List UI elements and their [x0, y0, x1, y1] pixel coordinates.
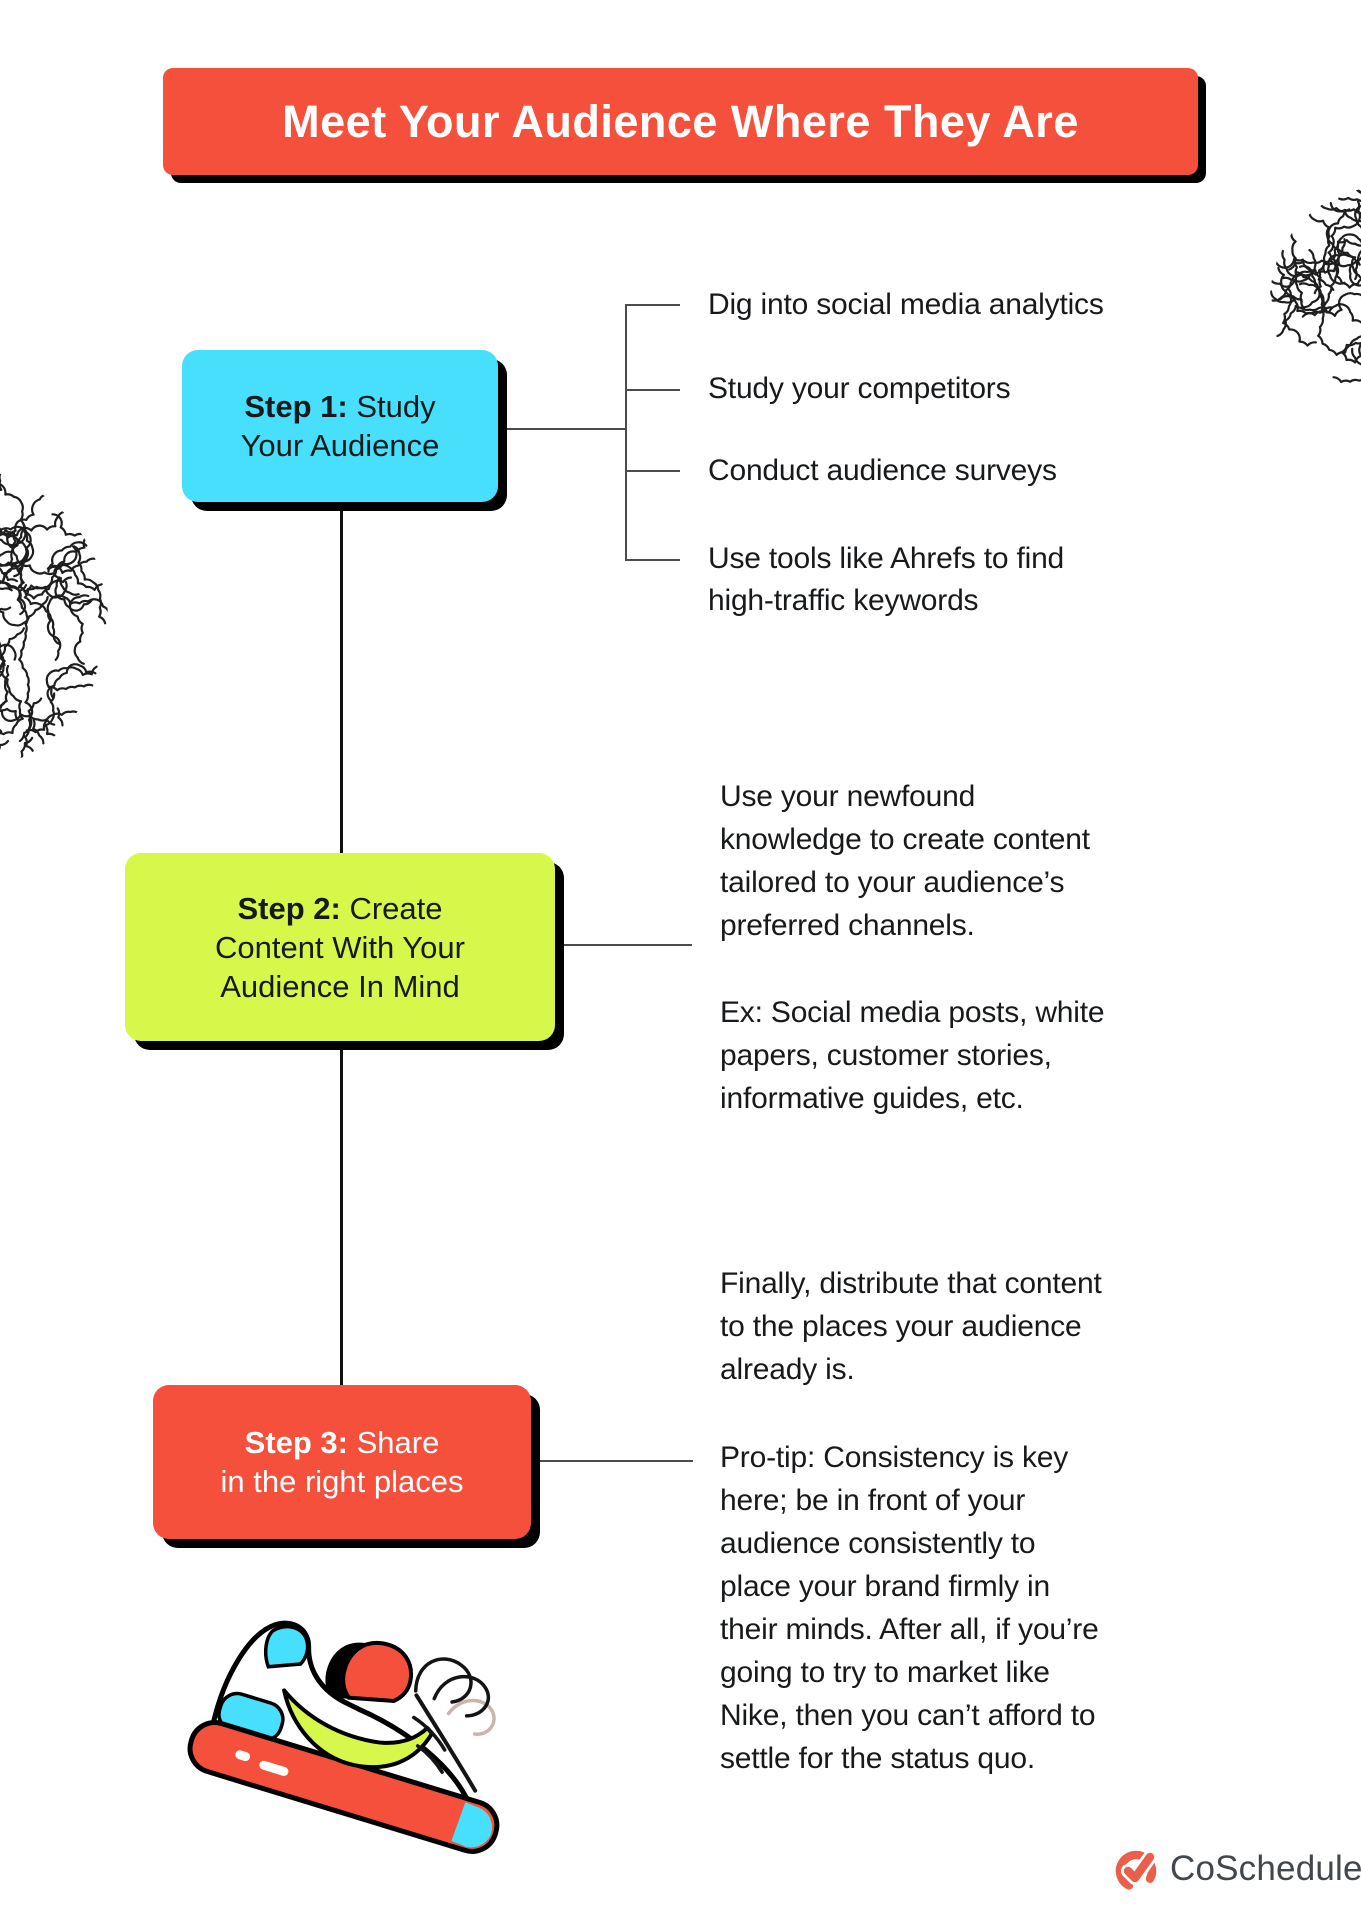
step-3-label: Step 3: Share in the right places [220, 1425, 464, 1499]
connector-spine [625, 304, 627, 560]
step-2-label: Step 2: Create Content With Your Audienc… [215, 890, 465, 1004]
step-2-box: Step 2: Create Content With Your Audienc… [125, 853, 555, 1041]
step-3-box: Step 3: Share in the right places [153, 1385, 531, 1539]
connector-step2-text [560, 944, 692, 946]
step3-paragraph-1: Finally, distribute that content to the … [720, 1267, 1102, 1386]
fingerprint-pattern-icon [0, 470, 108, 770]
step-1-box: Step 1: Study Your Audience [182, 350, 498, 502]
step1-item-2: Study your competitors [708, 372, 1011, 405]
step2-paragraph-2: Ex: Social media posts, white papers, cu… [720, 996, 1105, 1115]
connector-step1-to-spine [498, 428, 625, 430]
step1-item-4: Use tools like Ahrefs to find high-traff… [708, 542, 1065, 617]
sneaker-illustration [187, 1620, 500, 1854]
step3-paragraph-2: Pro-tip: Consistency is key here; be in … [720, 1441, 1099, 1775]
step1-item-1: Dig into social media analytics [708, 288, 1104, 321]
step2-paragraph-1: Use your newfound knowledge to create co… [720, 780, 1090, 942]
title-banner: Meet Your Audience Where They Are [163, 68, 1198, 175]
connector-branch-2 [625, 389, 680, 391]
connector-step2-step3 [340, 1040, 343, 1387]
connector-branch-1 [625, 304, 680, 306]
step-1-label: Step 1: Study Your Audience [240, 389, 440, 463]
connector-branch-3 [625, 470, 680, 472]
step1-item-3: Conduct audience surveys [708, 454, 1057, 487]
page-title: Meet Your Audience Where They Are [282, 95, 1079, 147]
fingerprint-pattern-icon [1270, 188, 1361, 399]
connector-step3-text [536, 1460, 693, 1462]
coschedule-wordmark: CoSchedule [1170, 1849, 1361, 1888]
connector-branch-4 [625, 559, 680, 561]
connector-step1-step2 [340, 500, 343, 855]
coschedule-logo: CoSchedule [1112, 1845, 1361, 1893]
coschedule-check-icon [1115, 1850, 1157, 1892]
